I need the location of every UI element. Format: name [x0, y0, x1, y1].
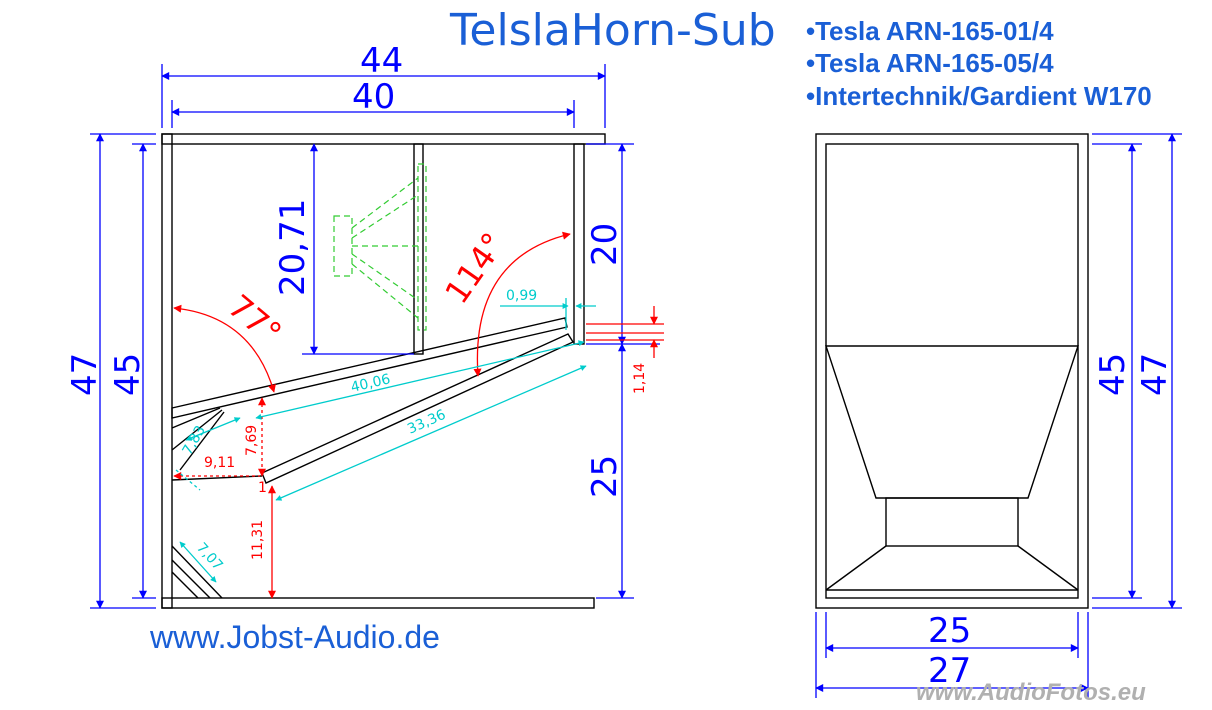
dim-panel-lower-length: 33,36 [405, 407, 448, 438]
dim-brace-horizontal: 9,11 [204, 455, 235, 471]
dim-gap-top: 0,99 [506, 288, 537, 304]
dim-outer-height: 47 [65, 353, 105, 396]
back-panel [161, 133, 173, 609]
bottom-panel [161, 597, 595, 609]
side-view-cabinet [161, 133, 606, 609]
front-view-dimensions [815, 133, 1182, 698]
front-dim-outer-width: 27 [928, 651, 971, 691]
corner-brace-b [171, 571, 199, 599]
website-label: www.Jobst-Audio.de [149, 619, 440, 655]
dim-chamber-height: 20,71 [273, 199, 313, 296]
top-panel [161, 133, 606, 145]
angle-right: 114° [437, 226, 512, 311]
dim-brace-upper: 7,83 [180, 423, 209, 458]
driver-model-3: •Intertechnik/Gardient W170 [806, 81, 1152, 111]
horn-panel-lower [261, 333, 575, 484]
side-view-cyan-dimensions [175, 298, 596, 583]
driver-model-2: •Tesla ARN-165-05/4 [806, 48, 1054, 78]
dim-mouth-height-a: 7,69 [244, 425, 260, 456]
dim-gap-side: 1,14 [632, 363, 648, 394]
dim-mouth-height-b: 11,31 [250, 520, 266, 560]
title: TelslaHorn-Sub [449, 5, 776, 56]
front-dim-outer-height: 47 [1135, 353, 1175, 396]
front-view-cabinet [815, 133, 1089, 609]
front-baffle-upper [573, 143, 585, 345]
dim-small-gap: 1 [258, 480, 267, 496]
driver-outline [333, 163, 427, 331]
driver-model-1: •Tesla ARN-165-01/4 [806, 16, 1054, 46]
dim-lower-right-height: 25 [585, 455, 625, 498]
dim-inner-width: 40 [352, 77, 395, 117]
watermark: www.AudioFotos.eu [916, 679, 1146, 706]
front-dim-inner-height: 45 [1093, 353, 1133, 396]
dim-corner-brace: 7,07 [193, 540, 226, 574]
dim-upper-right-height: 20 [585, 223, 625, 266]
front-dim-inner-width: 25 [928, 611, 971, 651]
dim-outer-width: 44 [360, 41, 403, 81]
horn-panel-upper [171, 317, 568, 419]
dim-inner-height: 45 [108, 353, 148, 396]
